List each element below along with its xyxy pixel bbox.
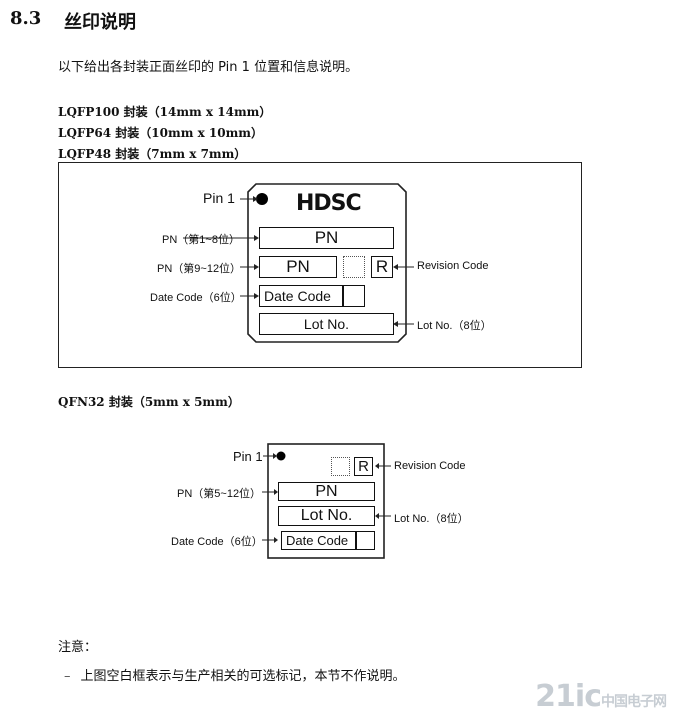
note-title: 注意： xyxy=(58,640,98,655)
qfn-revision-box: R xyxy=(354,457,373,476)
package-heading-lqfp64: LQFP64 封装（10mm x 10mm） xyxy=(58,126,264,140)
intro-paragraph: 以下给出各封装正面丝印的 Pin 1 位置和信息说明。 xyxy=(58,60,359,75)
section-title: 丝印说明 xyxy=(64,12,136,33)
package-heading-qfn32: QFN32 封装（5mm x 5mm） xyxy=(58,395,240,409)
revision-code-label: Revision Code xyxy=(417,260,489,272)
watermark-sub: 中国电子网 xyxy=(601,694,667,710)
date-code-extra-box xyxy=(343,285,365,307)
package-heading-lqfp48: LQFP48 封装（7mm x 7mm） xyxy=(58,147,247,161)
date-code-label: Date Code（6位） xyxy=(150,292,242,304)
qfn-date-code-label: Date Code（6位） xyxy=(171,536,263,548)
qfn-lot-no-label: Lot No.（8位） xyxy=(394,513,469,525)
qfn-pn-box: PN xyxy=(278,482,375,501)
watermark-main: 21ic xyxy=(535,679,602,714)
qfn-pin1-dot-icon xyxy=(276,451,286,461)
section-number: 8.3 xyxy=(10,8,42,29)
qfn-blank-optional-box xyxy=(331,457,350,476)
note-dash: – xyxy=(64,669,71,684)
revision-box: R xyxy=(371,256,393,278)
qfn-pin1-label: Pin 1 xyxy=(233,449,263,464)
hdsc-logo: HDSC xyxy=(296,191,362,216)
watermark-logo: 21ic中国电子网 xyxy=(535,679,667,714)
note-item: –上图空白框表示与生产相关的可选标记，本节不作说明。 xyxy=(64,665,406,684)
pin1-label: Pin 1 xyxy=(203,190,235,206)
pn-box-b: PN xyxy=(259,256,337,278)
pn-box-a: PN xyxy=(259,227,394,249)
qfn-date-code-box: Date Code xyxy=(281,531,356,550)
pn-label-a: PN（第1~8位） xyxy=(162,234,240,246)
pn-label-b: PN（第9~12位） xyxy=(157,263,242,275)
qfn-pn-label: PN（第5~12位） xyxy=(177,488,262,500)
lot-no-box: Lot No. xyxy=(259,313,394,335)
lot-no-label: Lot No.（8位） xyxy=(417,320,492,332)
pin1-dot-icon xyxy=(256,193,268,205)
qfn-revision-code-label: Revision Code xyxy=(394,460,466,472)
date-code-box: Date Code xyxy=(259,285,343,307)
blank-optional-box xyxy=(343,256,365,278)
qfn-lot-no-box: Lot No. xyxy=(278,506,375,526)
note-text: 上图空白框表示与生产相关的可选标记，本节不作说明。 xyxy=(80,669,406,684)
package-heading-lqfp100: LQFP100 封装（14mm x 14mm） xyxy=(58,105,272,119)
qfn-date-code-extra-box xyxy=(356,531,375,550)
